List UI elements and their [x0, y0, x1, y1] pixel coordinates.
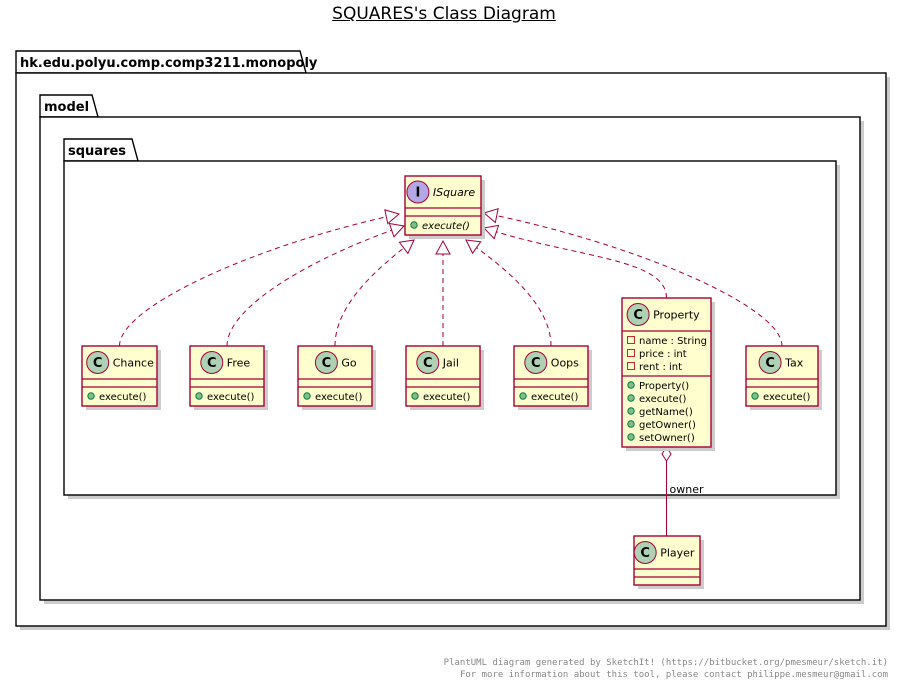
class-property-method: execute() [639, 394, 687, 405]
class-property-field: rent : int [639, 362, 682, 373]
realization-edge-tax [483, 212, 783, 347]
chance-circle-icon-letter: C [93, 356, 103, 371]
jail-circle-icon [416, 351, 440, 374]
property-method-visibility-icon [627, 381, 635, 389]
jail-method-visibility-icon [411, 392, 419, 400]
packages-layer: hk.edu.polyu.comp.comp3211.monopoly model… [15, 50, 890, 630]
class-go-method: execute() [315, 392, 363, 403]
isquare-circle-icon [406, 180, 430, 204]
class-chance: C Chance execute() [81, 345, 161, 410]
realization-arrowhead-property [482, 224, 500, 240]
class-tax: C Tax execute() [745, 345, 822, 410]
class-property-method: getOwner() [639, 420, 696, 431]
realization-arrowhead-go [398, 239, 415, 255]
tax-method-visibility-icon [751, 392, 759, 400]
chance-method-visibility-icon [87, 392, 95, 400]
class-player-name: Player [660, 547, 695, 560]
nodes-layer: I ISquare execute() C Chance execute() C Free ex… [81, 175, 822, 589]
class-property-method: Property() [639, 381, 689, 392]
jail-circle-icon-letter: C [423, 356, 433, 371]
tax-circle-icon [758, 351, 782, 374]
go-circle-icon [314, 351, 338, 374]
footer: PlantUML diagram generated by SketchIt! … [444, 657, 888, 681]
realization-edge-property [483, 227, 667, 299]
property-circle-icon [626, 303, 650, 326]
class-free: C Free execute() [189, 345, 268, 410]
class-tax-method: execute() [763, 392, 811, 403]
player-circle-icon [633, 541, 657, 564]
tax-circle-icon-letter: C [765, 356, 775, 371]
realization-arrowhead-free [388, 222, 405, 238]
footer-line-1: PlantUML diagram generated by SketchIt! … [443, 658, 888, 668]
package-monopoly-label: hk.edu.polyu.comp.comp3211.monopoly [20, 56, 318, 71]
footer-line-2: For more information about this tool, pl… [459, 670, 888, 680]
realization-arrowhead-oops [465, 239, 482, 255]
class-property-name: Property [653, 309, 700, 322]
property-method-visibility-icon [627, 394, 635, 402]
realization-edge-chance [119, 213, 400, 347]
realization-edge-go [334, 239, 415, 347]
class-jail-method: execute() [423, 392, 471, 403]
diagram-title: SQUARES's Class Diagram [332, 4, 556, 24]
package-model-label: model [44, 100, 89, 115]
chance-circle-icon [86, 351, 110, 374]
class-oops: C Oops execute() [513, 345, 592, 410]
realization-edge-oops [465, 239, 552, 347]
class-go-name: Go [341, 357, 357, 370]
class-jail-name: Jail [442, 357, 459, 370]
class-oops-name: Oops [551, 357, 579, 370]
class-tax-name: Tax [784, 357, 804, 370]
class-free-name: Free [227, 357, 251, 370]
go-method-visibility-icon [303, 392, 311, 400]
class-isquare-name: ISquare [433, 186, 475, 199]
realization-arrowhead-jail [435, 239, 451, 255]
edges-layer: owner [119, 207, 783, 536]
class-isquare: I ISquare execute() [404, 175, 485, 239]
oops-method-visibility-icon [519, 392, 527, 400]
go-circle-icon-letter: C [322, 356, 332, 371]
isquare-circle-icon-letter: I [415, 186, 420, 201]
property-method-visibility-icon [627, 433, 635, 441]
oops-circle-icon-letter: C [531, 356, 541, 371]
class-go: C Go execute() [297, 345, 376, 410]
class-property-method: setOwner() [639, 433, 695, 444]
property-method-visibility-icon [627, 420, 635, 428]
class-property-field: name : String [639, 336, 707, 347]
class-oops-method: execute() [531, 392, 579, 403]
player-circle-icon-letter: C [640, 546, 650, 561]
package-squares-label: squares [68, 144, 126, 159]
class-property-field: price : int [639, 349, 687, 360]
class-chance-name: Chance [113, 357, 154, 370]
association-label: owner [670, 483, 704, 496]
free-circle-icon-letter: C [207, 356, 217, 371]
property-field-visibility-icon [627, 349, 635, 357]
free-method-visibility-icon [195, 392, 203, 400]
realization-arrowhead-chance [384, 209, 401, 225]
property-field-visibility-icon [627, 336, 635, 344]
class-property-method: getName() [639, 407, 693, 418]
class-jail: C Jail execute() [405, 345, 484, 410]
oops-circle-icon [524, 351, 548, 374]
class-free-method: execute() [207, 392, 255, 403]
free-circle-icon [200, 351, 224, 374]
realization-arrowhead-tax [482, 207, 499, 224]
property-field-visibility-icon [627, 362, 635, 370]
class-isquare-method: execute() [422, 221, 470, 232]
isquare-method-visibility-icon [410, 221, 418, 229]
class-player: C Player [633, 535, 704, 589]
property-method-visibility-icon [627, 407, 635, 415]
class-property: C Property name : String price : int rent : … [621, 297, 715, 451]
property-circle-icon-letter: C [633, 308, 643, 323]
class-chance-method: execute() [99, 392, 147, 403]
